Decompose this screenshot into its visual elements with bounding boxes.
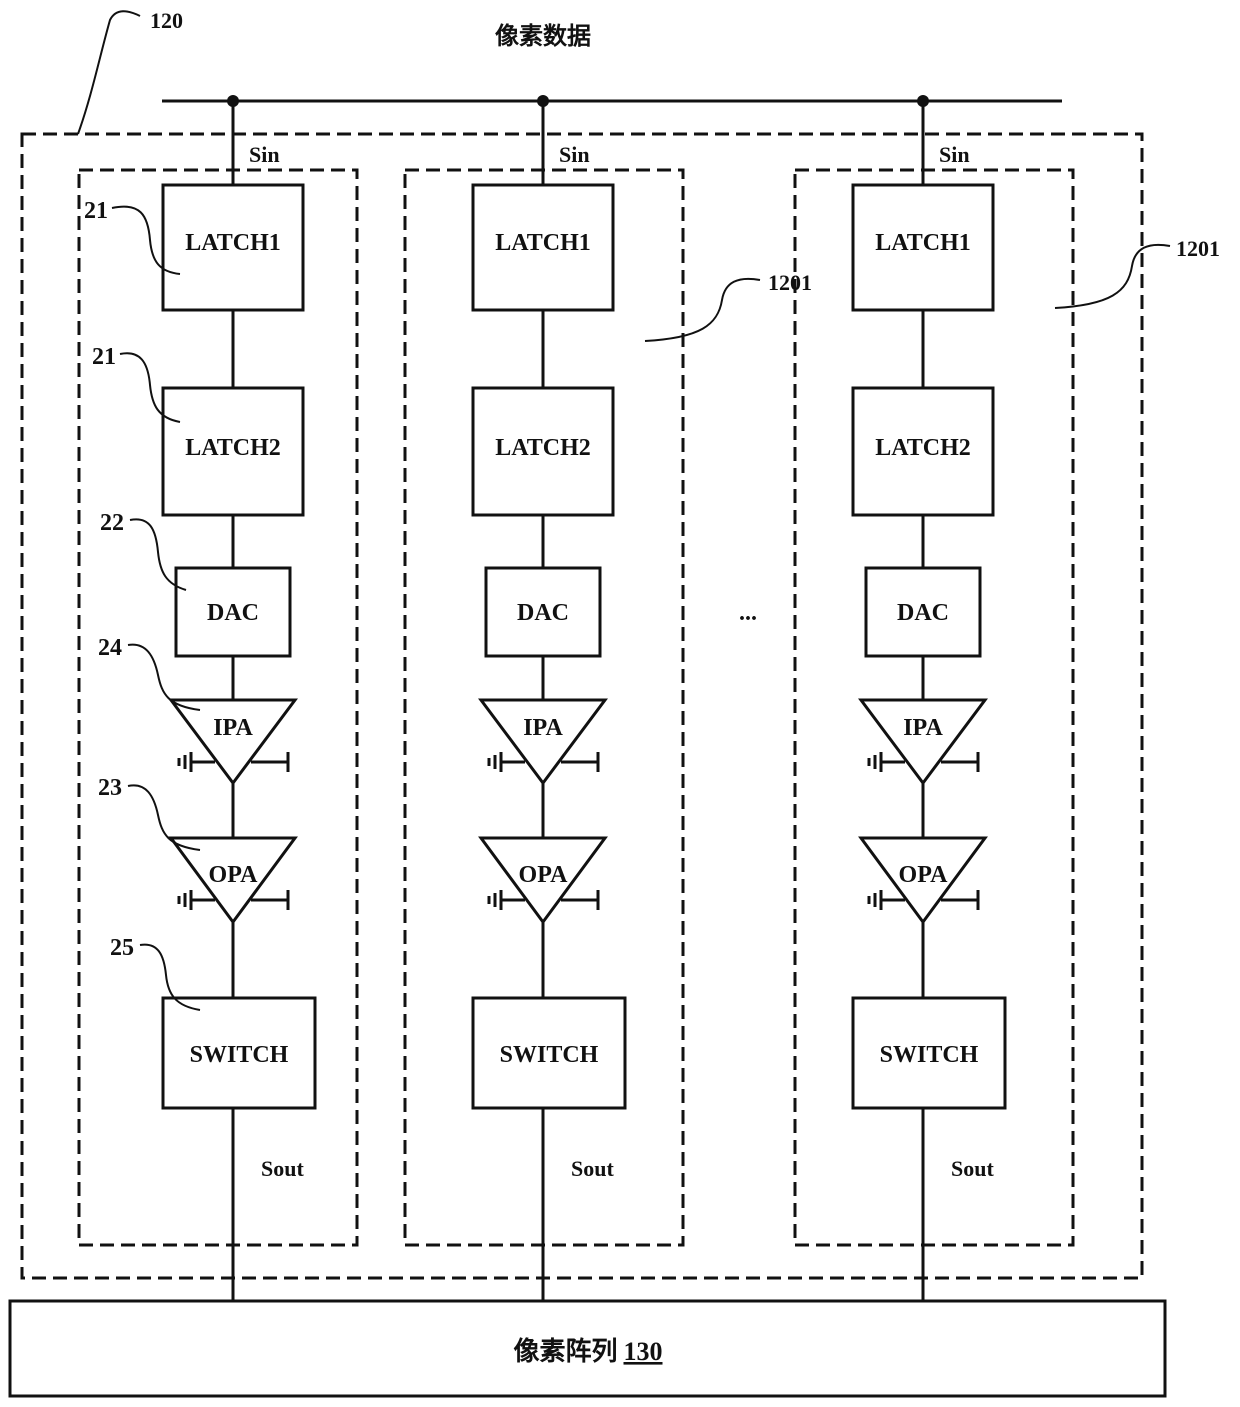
ipa-label: IPA bbox=[213, 715, 253, 741]
ellipsis: ... bbox=[739, 600, 757, 626]
ipa-label: IPA bbox=[523, 715, 563, 741]
latch1-label: LATCH1 bbox=[495, 230, 591, 256]
ref-dac: 22 bbox=[100, 510, 124, 536]
latch2-label: LATCH2 bbox=[875, 435, 971, 461]
channel-label-right: 1201 bbox=[1176, 236, 1220, 261]
outer-block-label: 120 bbox=[150, 8, 183, 33]
latch1-label: LATCH1 bbox=[185, 230, 281, 256]
dac-label: DAC bbox=[517, 600, 569, 626]
sout-label: Sout bbox=[261, 1156, 304, 1181]
dac-label: DAC bbox=[207, 600, 259, 626]
ref-latch1: 21 bbox=[84, 198, 108, 224]
sin-label: Sin bbox=[559, 142, 590, 167]
dac-label: DAC bbox=[897, 600, 949, 626]
ref-ipa: 24 bbox=[98, 635, 122, 661]
sout-label: Sout bbox=[571, 1156, 614, 1181]
latch2-label: LATCH2 bbox=[185, 435, 281, 461]
latch2-label: LATCH2 bbox=[495, 435, 591, 461]
opa-label: OPA bbox=[209, 862, 259, 888]
opa-label: OPA bbox=[519, 862, 569, 888]
switch-label: SWITCH bbox=[500, 1042, 599, 1068]
opa-label: OPA bbox=[899, 862, 949, 888]
channel-column-1: SinSout LATCH1LATCH2DAC SWITCH IPA OPA 21 21 22… bbox=[79, 95, 357, 1301]
switch-label: SWITCH bbox=[190, 1042, 289, 1068]
pixel-array-label: 像素阵列130 bbox=[513, 1337, 662, 1366]
channel-columns: SinSout LATCH1LATCH2DAC SWITCH IPA OPA 21 21 22… bbox=[79, 95, 1073, 1301]
channel-column-2: SinSout LATCH1LATCH2DAC SWITCH IPA OPA bbox=[405, 95, 683, 1301]
switch-label: SWITCH bbox=[880, 1042, 979, 1068]
latch1-label: LATCH1 bbox=[875, 230, 971, 256]
leader-1201-middle bbox=[645, 279, 760, 341]
title: 像素数据 bbox=[495, 23, 591, 50]
ref-latch2: 21 bbox=[92, 344, 116, 370]
sin-label: Sin bbox=[249, 142, 280, 167]
leader-120 bbox=[78, 11, 140, 134]
channel-column-3: SinSout LATCH1LATCH2DAC SWITCH IPA OPA bbox=[795, 95, 1073, 1301]
ref-switch: 25 bbox=[110, 935, 134, 961]
sout-label: Sout bbox=[951, 1156, 994, 1181]
sin-label: Sin bbox=[939, 142, 970, 167]
ipa-label: IPA bbox=[903, 715, 943, 741]
ref-opa: 23 bbox=[98, 775, 122, 801]
channel-label-middle: 1201 bbox=[768, 270, 812, 295]
